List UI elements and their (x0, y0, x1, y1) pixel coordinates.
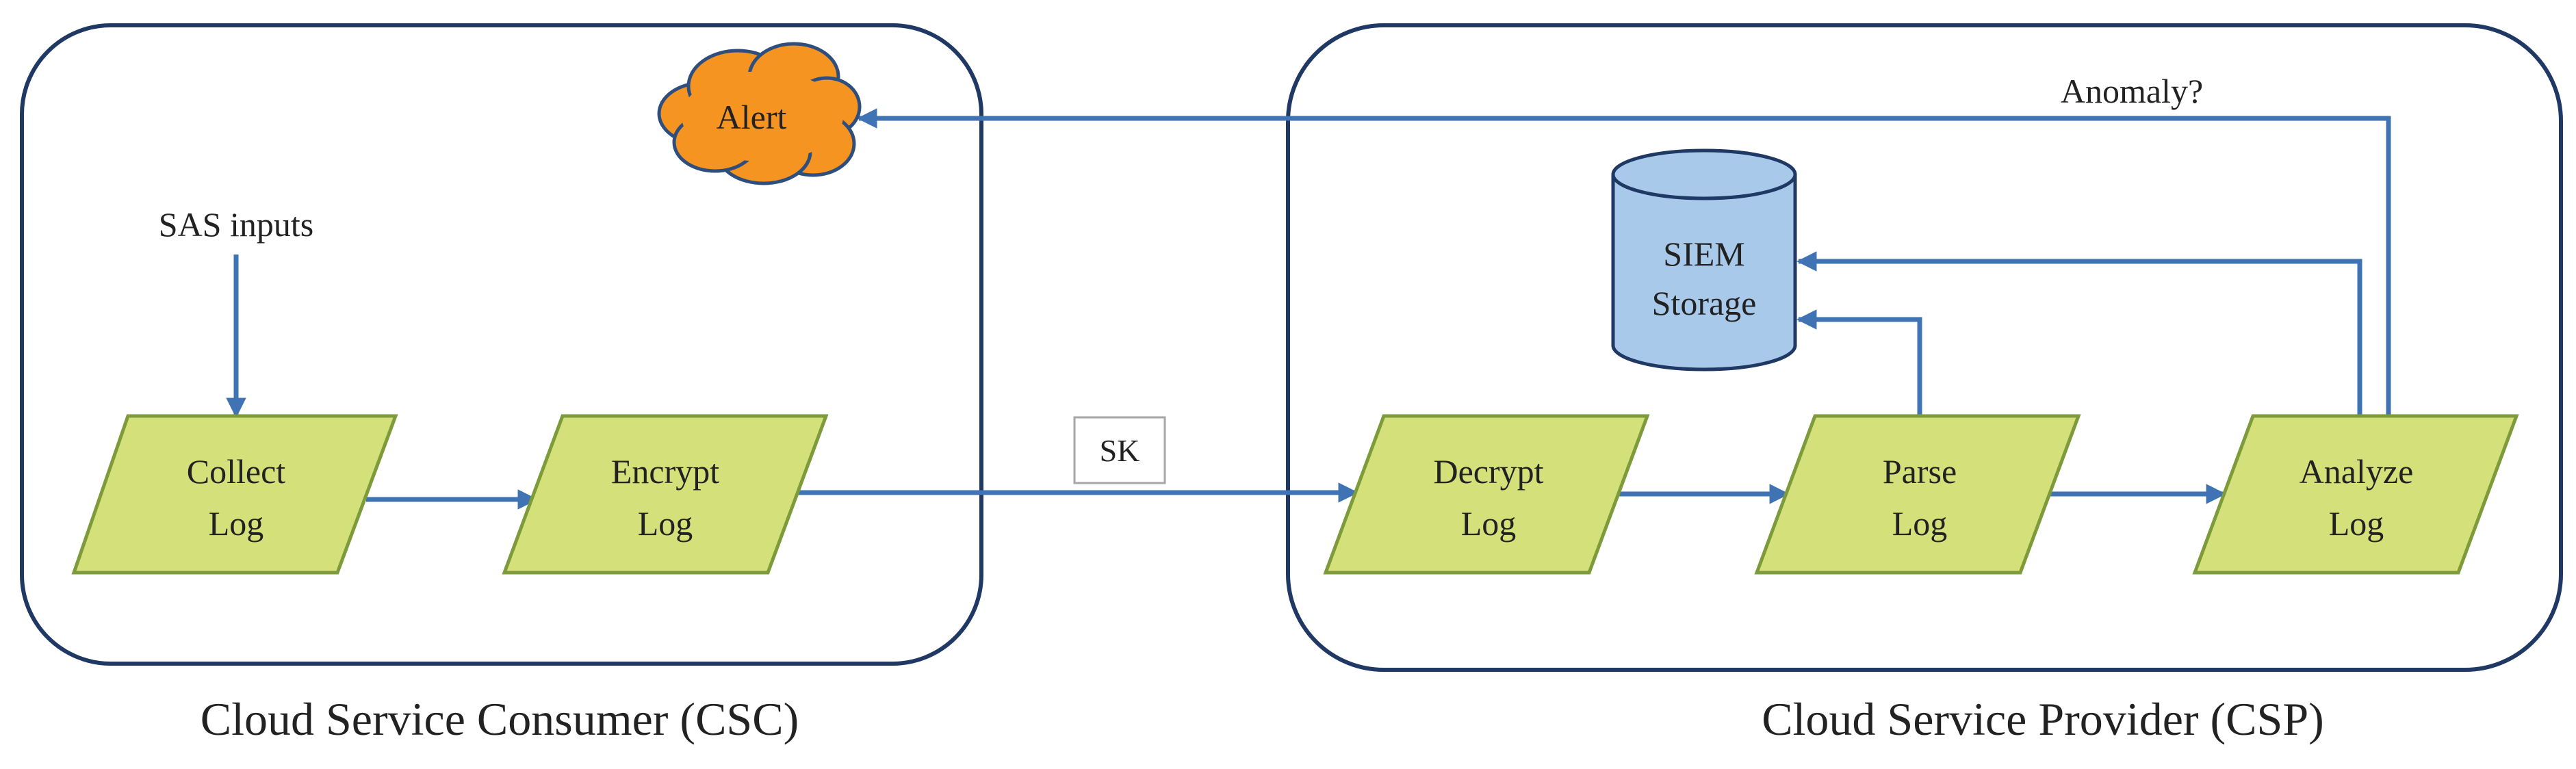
arrow-analyze-to-alert (857, 108, 2391, 416)
siem-storage-line2: Storage (1652, 284, 1757, 322)
provider-caption: Cloud Service Provider (CSP) (1762, 693, 2324, 745)
decrypt-log-line2: Log (1461, 504, 1517, 543)
parse-log-line2: Log (1892, 504, 1948, 543)
sk-box (1073, 416, 1166, 484)
encrypt-log-line1: Encrypt (611, 452, 719, 491)
consumer-caption: Cloud Service Consumer (CSC) (201, 693, 799, 745)
analyze-log-line2: Log (2329, 504, 2384, 543)
sas-inputs-label: SAS inputs (159, 205, 313, 244)
decrypt-log-node (1323, 414, 1650, 575)
encrypt-log-line2: Log (638, 504, 693, 543)
arrow-analyze-to-storage (1796, 251, 2362, 416)
anomaly-label: Anomaly? (2061, 72, 2203, 110)
decrypt-log-line1: Decrypt (1433, 452, 1543, 491)
analyze-log-node (2192, 414, 2519, 575)
connectors (226, 108, 2391, 510)
provider-container (1286, 23, 2563, 672)
alert-cloud (657, 42, 862, 185)
siem-storage-line1: SIEM (1663, 235, 1744, 273)
alert-label: Alert (717, 98, 787, 136)
parse-log-node (1754, 414, 2081, 575)
collect-log-line1: Collect (187, 452, 286, 491)
parse-log-line1: Parse (1883, 452, 1957, 491)
consumer-container (20, 23, 983, 666)
collect-log-line2: Log (209, 504, 264, 543)
collect-log-node (71, 414, 398, 575)
sk-label: SK (1100, 433, 1140, 468)
analyze-log-line1: Analyze (2300, 452, 2414, 491)
encrypt-log-node (502, 414, 829, 575)
siem-storage-node (1611, 148, 1797, 372)
arrow-parse-to-storage (1796, 309, 1922, 416)
